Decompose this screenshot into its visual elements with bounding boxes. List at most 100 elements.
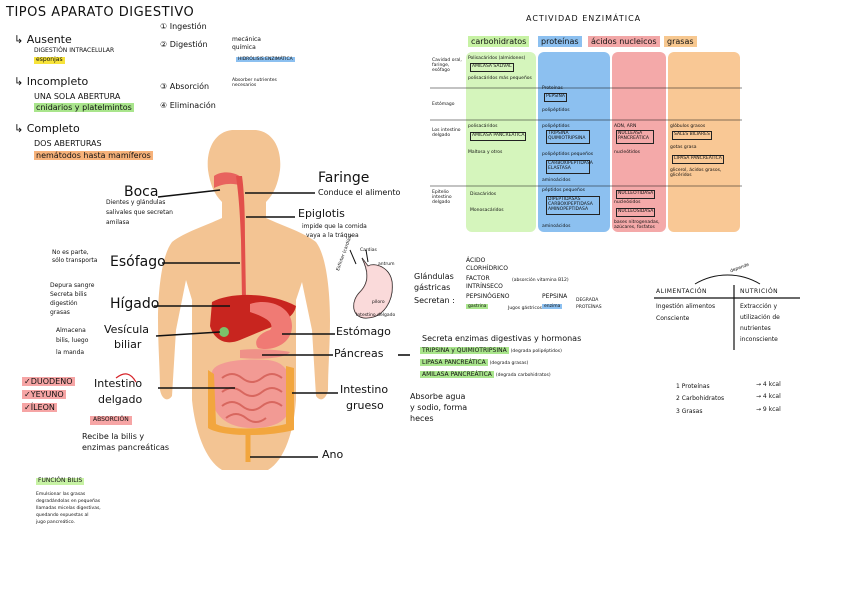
nuc-int-enzyme: NUCLEASA PANCREÁTICA — [616, 130, 654, 144]
nutricion-4: inconsciente — [740, 336, 778, 343]
label-faringe: Faringe — [318, 170, 370, 186]
absorcion-badge: ABSORCIÓN — [90, 416, 132, 425]
fat-int-1: glóbulos grasos — [670, 124, 706, 129]
label-vesicula-2: biliar — [114, 338, 142, 351]
prot-int-3: aminoácidos — [542, 178, 571, 183]
row-label-intestino: Los intestino delgado — [432, 128, 461, 139]
esofago-note-1: No es parte, — [52, 249, 89, 256]
secretion-gastrina: gastrina — [466, 304, 489, 310]
jugos-gastricos: Jugos gástricos — [508, 306, 542, 311]
bilis-title: FUNCIÓN BILIS — [36, 477, 85, 485]
secretion-intrinseco: INTRÍNSECO — [466, 283, 503, 290]
glandulas-3: Secretan : — [414, 296, 455, 305]
label-ano: Ano — [322, 448, 344, 461]
glandulas-2: gástricas — [414, 283, 451, 292]
enzyme-table-title: ACTIVIDAD ENZIMÁTICA — [526, 14, 642, 23]
nutricion-3: nutrientes — [740, 325, 771, 332]
fat-int-enzyme-1: SALES BILIARES — [672, 131, 712, 140]
vesicula-note-1: Almacena — [56, 327, 86, 334]
alimentacion-2: Consciente — [656, 315, 690, 322]
fat-int-3: glicerol, ácidos grasos, glicéridos — [670, 168, 722, 179]
stomach-cardias: Cardias — [360, 248, 377, 253]
prot-est-enzyme: PEPSINA — [544, 93, 567, 102]
higado-note-2: Secreta bilis — [50, 291, 87, 298]
higado-note-3: digestión — [50, 300, 78, 307]
nutrition-col2-header: NUTRICIÓN — [740, 288, 779, 295]
epiglotis-desc-1: impide que la comida — [302, 223, 367, 230]
prot-est-2: polipéptidos — [542, 108, 570, 113]
carb-oral-2: polisacáridos más pequeños — [468, 76, 532, 81]
bilis-desc-2: degradándolas en pequeñas — [36, 499, 101, 504]
stage-digestion-mech: mecánica — [232, 36, 261, 43]
label-pancreas: Páncreas — [334, 347, 384, 360]
intestino-grueso-desc-1: Absorbe agua — [410, 392, 466, 401]
carb-epi-1: Disacáridos — [470, 192, 497, 197]
large-intestine-shape — [208, 366, 294, 436]
header-proteinas: proteínas — [538, 36, 582, 47]
header-grasas: grasas — [664, 36, 697, 47]
nuc-epi-enzyme-1: NUCLEOTIDASA — [616, 190, 656, 199]
nuc-epi-enzyme-2: NUCLEOSIDASA — [616, 208, 656, 217]
prot-epi-1: péptidos pequeños — [542, 188, 585, 193]
stomach-shape — [250, 302, 292, 350]
stage-digestion-chem: química — [232, 44, 256, 51]
row-label-epitelio: Epitelio intestino delgado — [432, 190, 452, 206]
secretion-pepsinogeno: PEPSINÓGENO — [466, 293, 510, 300]
prot-int-1: polipéptidos — [542, 124, 570, 129]
label-higado: Hígado — [110, 296, 160, 312]
label-epiglotis: Epiglotis — [298, 207, 345, 220]
kcal-row-2: 2 Carbohidratos — [676, 395, 725, 402]
nutricion-1: Extracción y — [740, 303, 778, 310]
stage-ingestion: ① Ingestión — [160, 22, 207, 31]
label-intestino-grueso-1: Intestino — [340, 383, 389, 396]
boca-desc-1: Dientes y glándulas — [106, 199, 166, 206]
pancreas-intro: Secreta enzimas digestivas y hormonas — [422, 334, 582, 343]
intestino-grueso-desc-2: y sodio, forma — [410, 403, 468, 412]
secretion-clorhidrico: CLORHÍDRICO — [466, 265, 508, 272]
secretion-factor: FACTOR — [466, 275, 490, 282]
type-completo-example: nemátodos hasta mamíferos — [34, 151, 153, 161]
check-ileon: ✓ÍLEON — [22, 403, 57, 413]
esofago-note-2: sólo transporta — [52, 257, 98, 264]
nuc-epi-2: bases nitrogenadas, azúcares, fosfatos — [614, 220, 660, 231]
stomach-piloro: píloro — [372, 300, 385, 305]
type-ausente-example: esponjas — [34, 56, 65, 64]
nutricion-2: utilización de — [740, 314, 780, 321]
secretion-vitb12: (absorción vitamina B12) — [512, 278, 569, 283]
pancreas-enzyme-1: TRIPSINA y QUIMIOTRIPSINA (degrada polip… — [420, 347, 562, 354]
label-intestino-delgado-1: Intestino — [94, 377, 143, 390]
prot-int-enzyme-1: TRIPSINA QUIMIOTRIPSINA — [546, 130, 590, 144]
secretion-acido: ÁCIDO — [466, 257, 486, 264]
header-acidos-nucleicos: ácidos nucleicos — [588, 36, 660, 47]
vesicula-note-3: la manda — [56, 349, 85, 356]
gallbladder-shape — [219, 327, 229, 337]
page-title: TIPOS APARATO DIGESTIVO — [6, 5, 195, 20]
type-completo-desc: DOS ABERTURAS — [34, 139, 102, 148]
boca-desc-3: amilasa — [106, 219, 130, 226]
epiglotis-desc-2: vaya a la tráquea — [306, 232, 359, 239]
label-esofago: Esófago — [110, 254, 166, 270]
esophagus-tube — [236, 176, 246, 300]
col-bg-fat — [668, 52, 740, 232]
stage-elimination: ④ Eliminación — [160, 101, 216, 110]
label-intestino-grueso-2: grueso — [346, 399, 384, 412]
higado-note-1: Depura sangre — [50, 282, 95, 289]
intestino-grueso-desc-3: heces — [410, 414, 434, 423]
small-intestine-shape — [212, 359, 292, 428]
bilis-desc-4: quedando expuestas al — [36, 513, 89, 518]
carb-int-2: Maltosa y otros — [468, 150, 503, 155]
kcal-val-1: → 4 kcal — [756, 381, 781, 388]
glandulas-1: Glándulas — [414, 272, 454, 281]
kcal-val-3: → 9 kcal — [756, 406, 781, 413]
nuc-int-2: nucleótidos — [614, 150, 640, 155]
kcal-row-3: 3 Grasas — [676, 408, 703, 415]
stage-digestion-enzymatic: HIDRÓLISIS ENZIMÁTICA — [236, 57, 295, 63]
stomach-antrum: antrum — [378, 262, 395, 267]
nutrition-col1-header: ALIMENTACIÓN — [656, 288, 708, 295]
carb-epi-2: Monosacáridos — [470, 208, 504, 213]
intestino-delgado-desc-2: enzimas pancreáticas — [82, 443, 170, 452]
bilis-desc-5: jugo pancreático. — [36, 520, 75, 525]
nuc-epi-1: nucleósidos — [614, 200, 641, 205]
check-yeyuno: ✓YEYUNO — [22, 390, 66, 400]
